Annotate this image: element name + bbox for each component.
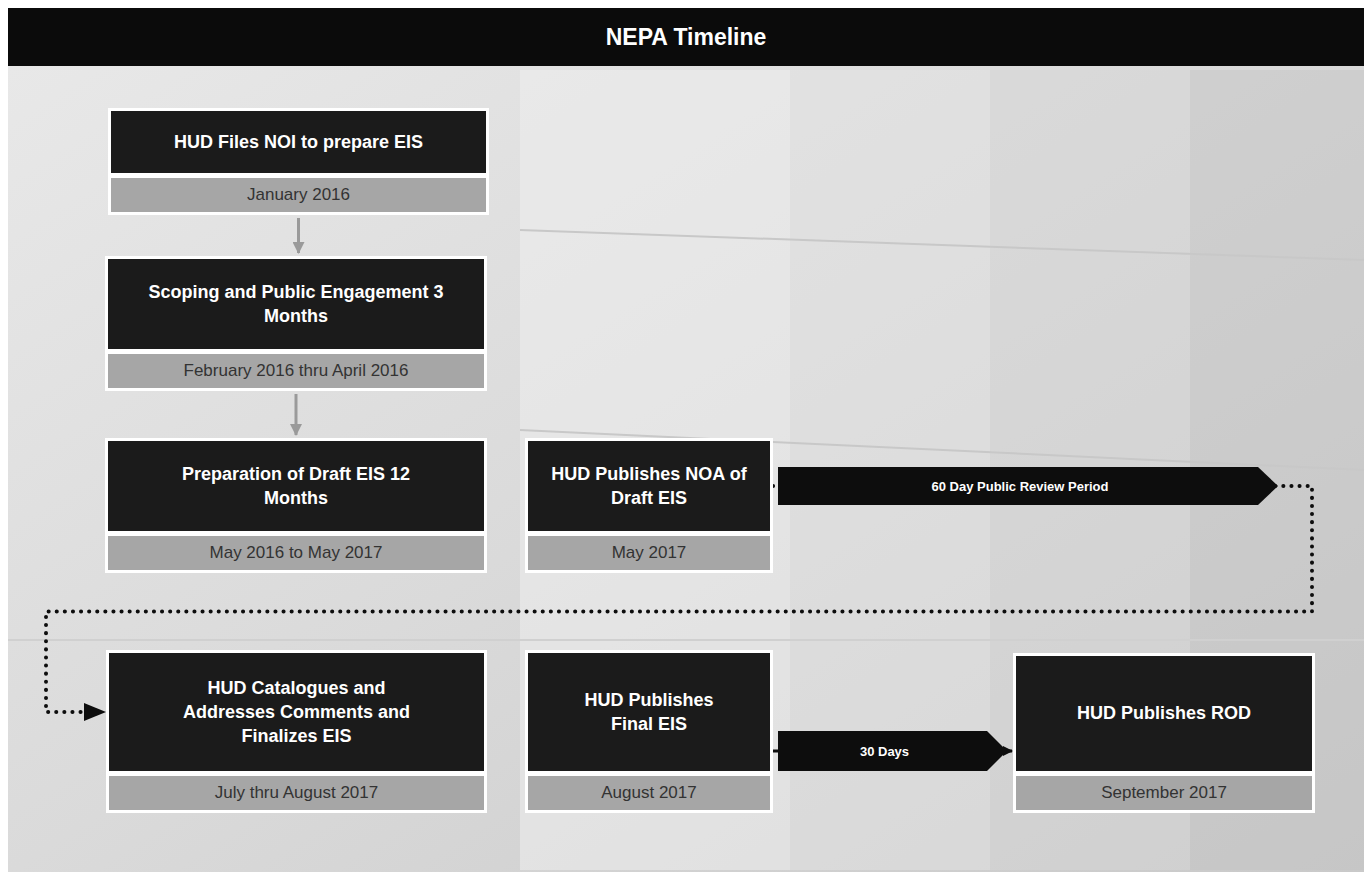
title-text: NEPA Timeline [606, 24, 767, 51]
step-heading: Preparation of Draft EIS 12 Months [165, 462, 427, 511]
step-heading-box: HUD Catalogues and Addresses Comments an… [109, 653, 484, 771]
step-heading-box: Scoping and Public Engagement 3 Months [108, 259, 484, 349]
step-date-strip: January 2016 [111, 178, 486, 212]
step-date: January 2016 [247, 185, 350, 205]
step-date: May 2016 to May 2017 [210, 543, 383, 563]
step-date: August 2017 [601, 783, 696, 803]
edge-label: 30 Days [860, 744, 909, 759]
timeline-step: HUD Publishes Final EIS August 2017 [525, 650, 773, 813]
timeline-step: Scoping and Public Engagement 3 MonthsFe… [105, 256, 487, 391]
timeline-step: Preparation of Draft EIS 12 MonthsMay 20… [105, 438, 487, 573]
step-heading: Scoping and Public Engagement 3 Months [146, 280, 446, 329]
step-date-strip: September 2017 [1016, 776, 1312, 810]
step-heading-box: HUD Publishes Final EIS [528, 653, 770, 771]
step-heading: HUD Publishes Final EIS [569, 688, 729, 737]
calendar-rule [520, 230, 1364, 260]
calendar-page [520, 70, 790, 870]
step-date-strip: February 2016 thru April 2016 [108, 354, 484, 388]
step-arrow [297, 218, 300, 253]
step-date-strip: August 2017 [528, 776, 770, 810]
step-heading: HUD Files NOI to prepare EIS [174, 130, 423, 154]
timeline-step: HUD Files NOI to prepare EIS January 2016 [108, 108, 489, 215]
step-heading: HUD Catalogues and Addresses Comments an… [181, 676, 413, 749]
step-date-strip: May 2016 to May 2017 [108, 536, 484, 570]
arrow-banner: 60 Day Public Review Period [778, 467, 1278, 505]
arrow-banner: 30 Days [778, 731, 1007, 771]
step-heading-box: HUD Publishes NOA of Draft EIS [528, 441, 770, 531]
timeline-step: HUD Publishes NOA of Draft EIS May 2017 [525, 438, 773, 573]
edge-label: 60 Day Public Review Period [931, 479, 1108, 494]
calendar-rule [8, 639, 1364, 641]
step-heading-box: HUD Publishes ROD [1016, 656, 1312, 771]
timeline-step: HUD Publishes ROD September 2017 [1013, 653, 1315, 813]
step-date-strip: July thru August 2017 [109, 776, 484, 810]
step-date-strip: May 2017 [528, 536, 770, 570]
step-date: July thru August 2017 [215, 783, 379, 803]
timeline-step: HUD Catalogues and Addresses Comments an… [106, 650, 487, 813]
step-heading: HUD Publishes NOA of Draft EIS [547, 462, 752, 511]
step-heading-box: HUD Files NOI to prepare EIS [111, 111, 486, 173]
step-heading: HUD Publishes ROD [1077, 701, 1251, 725]
step-date: February 2016 thru April 2016 [184, 361, 409, 381]
step-heading-box: Preparation of Draft EIS 12 Months [108, 441, 484, 531]
background-panel [8, 8, 1364, 872]
step-date: September 2017 [1101, 783, 1227, 803]
step-date: May 2017 [612, 543, 687, 563]
step-arrow [295, 394, 298, 435]
title-bar: NEPA Timeline [8, 8, 1364, 66]
